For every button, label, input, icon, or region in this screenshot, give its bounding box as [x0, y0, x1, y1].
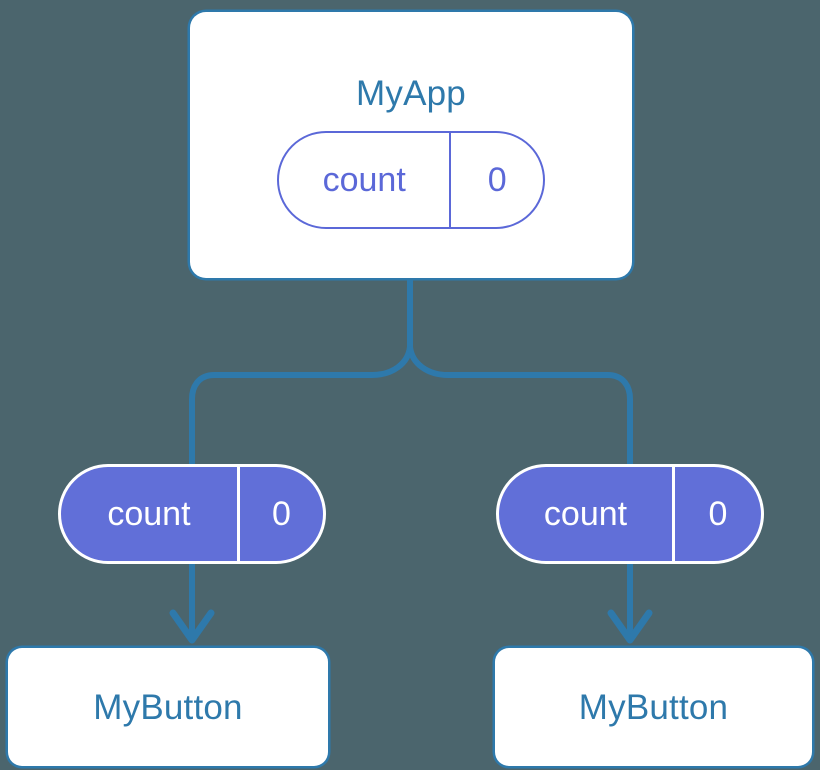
props-chip-key-right: count [543, 494, 628, 533]
props-arrow-right [607, 564, 653, 644]
props-chip-count-left[interactable]: count 0 [58, 464, 326, 564]
props-arrow-left [169, 564, 215, 644]
component-label-myapp: MyApp [356, 74, 466, 113]
component-node-mybutton-left[interactable]: MyButton [8, 648, 328, 766]
state-chip-value: 0 [449, 133, 543, 227]
props-chip-count-right[interactable]: count 0 [496, 464, 764, 564]
component-label-mybutton-right: MyButton [578, 688, 729, 727]
component-label-mybutton-left: MyButton [93, 688, 243, 727]
props-chip-value-left: 0 [236, 467, 323, 561]
component-node-mybutton-right[interactable]: MyButton [495, 648, 812, 766]
fork-left-curve [189, 346, 413, 464]
props-chip-value-right: 0 [672, 467, 761, 561]
fork-right-curve [407, 346, 633, 464]
props-chip-key-left: count [107, 494, 191, 533]
state-chip-count[interactable]: count 0 [277, 131, 545, 229]
state-chip-key: count [322, 160, 406, 199]
